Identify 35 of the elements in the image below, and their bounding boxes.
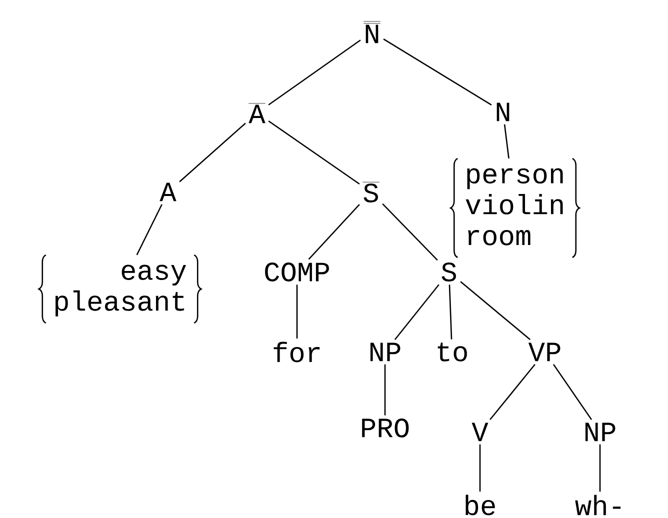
tree-branch [552, 364, 592, 420]
tree-label: VP [528, 342, 560, 362]
word-list: easy pleasant [55, 264, 186, 316]
tree-label: N [496, 102, 510, 122]
tree-label: $\overline{\mbox{A}}$ [248, 103, 266, 124]
tree-branch [268, 40, 361, 106]
tree-branch [490, 364, 536, 420]
tree-branch [479, 444, 481, 492]
tree-label: wh- [575, 494, 621, 516]
tree-branch [448, 284, 452, 340]
tree-label: be [466, 494, 495, 516]
tree-label: $\overline{\mbox{S}}$ [362, 182, 380, 202]
word-list: person violin room [466, 168, 563, 246]
tree-branch [179, 122, 246, 182]
tree-label: A [160, 182, 176, 202]
tree-branch [268, 120, 360, 185]
tree-label: $\overline{\overline{\mbox{N}}}$ [364, 21, 380, 44]
tree-label: to [438, 342, 467, 362]
tree-branch [296, 284, 298, 339]
tree-label: V [472, 422, 488, 442]
tree-branch [136, 204, 162, 256]
tree-branch [394, 284, 440, 340]
tree-branch [384, 364, 386, 416]
tree-label: NP [370, 342, 400, 362]
tree-label: PRO [362, 418, 409, 438]
tree-branch [382, 203, 438, 261]
tree-label: for [274, 342, 320, 362]
tree-branch [504, 124, 510, 159]
tree-label: NP [585, 422, 616, 442]
tree-label: COMP [265, 262, 329, 282]
tree-branch [308, 204, 360, 260]
tree-branch [599, 444, 601, 492]
tree-label: S [442, 262, 456, 282]
tree-branch [460, 281, 531, 340]
tree-branch [383, 38, 492, 106]
